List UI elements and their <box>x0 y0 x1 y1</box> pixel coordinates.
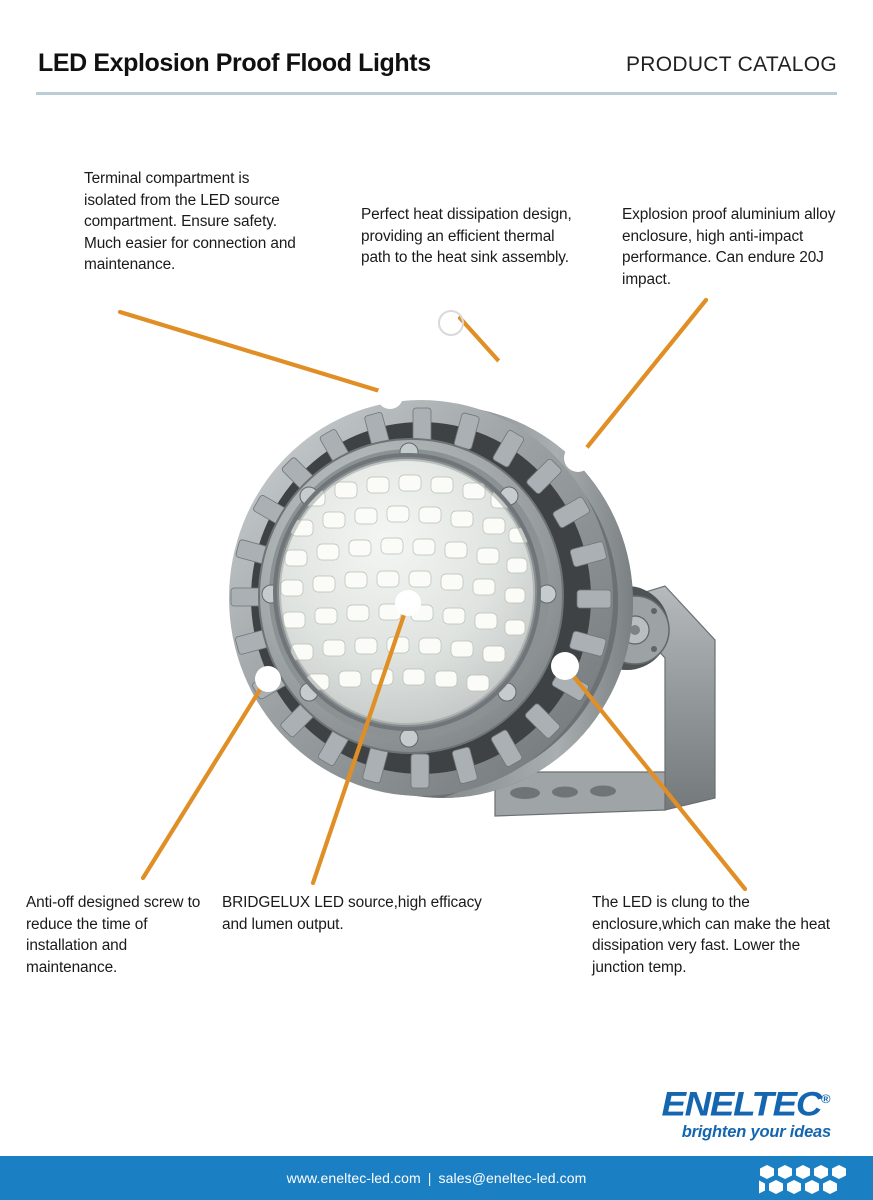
page-title: LED Explosion Proof Flood Lights <box>38 49 431 77</box>
registered-trademark-icon: ® <box>821 1092 831 1106</box>
logo-tagline: brighten your ideas <box>681 1123 832 1142</box>
header-divider <box>36 92 837 95</box>
honeycomb-pattern-icon <box>759 1165 846 1194</box>
decorative-ring-artifact <box>438 310 464 336</box>
footer-contact-info: www.eneltec-led.com | sales@eneltec-led.… <box>0 1156 873 1200</box>
callout-explosion-proof-enclosure: Explosion proof aluminium alloy enclosur… <box>622 206 836 288</box>
catalog-label: PRODUCT CATALOG <box>625 53 837 76</box>
callout-bridgelux-led: BRIDGELUX LED source,high efficacy and l… <box>222 894 482 933</box>
callout-anti-off-screw: Anti-off designed screw to reduce the ti… <box>26 894 201 976</box>
brand-logo: ENELTEC® brighten your ideas <box>619 1082 831 1144</box>
footer-website[interactable]: www.eneltec-led.com <box>286 1170 421 1186</box>
footer-separator: | <box>427 1170 432 1186</box>
lens-and-led-array <box>273 453 541 731</box>
logo-wordmark: ENELTEC® <box>662 1082 831 1121</box>
product-image <box>195 340 755 840</box>
footer-bar: www.eneltec-led.com | sales@eneltec-led.… <box>0 1156 873 1200</box>
footer-email[interactable]: sales@eneltec-led.com <box>438 1170 587 1186</box>
page-header: LED Explosion Proof Flood Lights PRODUCT… <box>0 0 873 100</box>
callout-terminal-compartment: Terminal compartment is isolated from th… <box>84 170 296 273</box>
callout-led-clung-enclosure: The LED is clung to the enclosure,which … <box>592 894 830 976</box>
callout-heat-dissipation: Perfect heat dissipation design, providi… <box>361 206 572 266</box>
flood-light-illustration <box>229 400 716 817</box>
logo-word-text: ENELTEC <box>661 1085 823 1124</box>
